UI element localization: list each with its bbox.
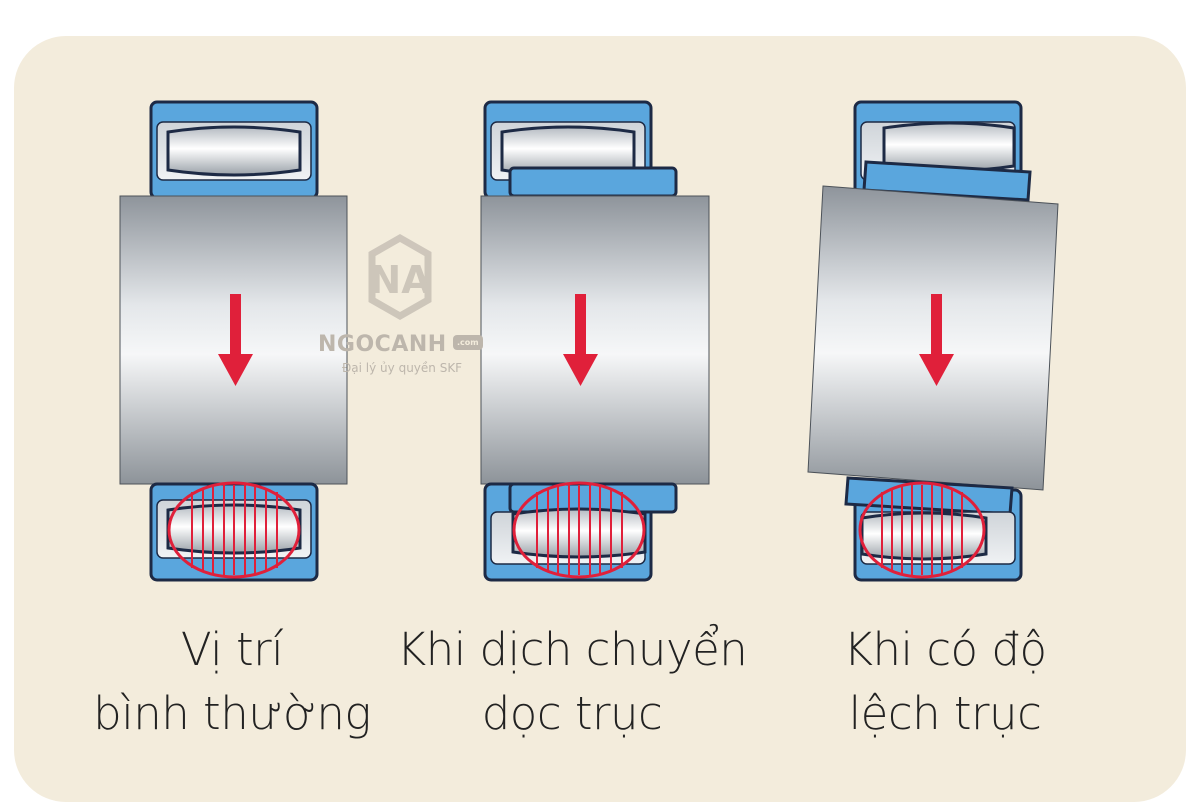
load-arrow-icon (563, 294, 598, 386)
bearing-normal (119, 100, 348, 582)
caption-line: Khi dịch chuyển (396, 623, 748, 676)
lower-housing (844, 476, 1023, 582)
shaft (480, 195, 710, 485)
watermark-tagline: Đại lý ủy quyền SKF (342, 361, 463, 375)
upper-housing (853, 100, 1032, 202)
inner-ring (508, 166, 678, 198)
bearing-misaligned (807, 100, 1059, 582)
load-zone (858, 481, 986, 579)
load-arrow-icon (919, 294, 954, 386)
caption-line: Vị trí (180, 623, 284, 676)
upper-housing (149, 100, 319, 200)
load-zone (167, 481, 301, 579)
caption-normal: Vị trí bình thường (72, 618, 392, 746)
caption-line: Khi có độ (843, 623, 1047, 676)
upper-housing (483, 100, 678, 200)
caption-axial-shift: Khi dịch chuyển dọc trục (372, 618, 772, 746)
load-arrow-icon (218, 294, 253, 386)
watermark-logo-icon: NA (368, 233, 432, 321)
watermark-name: NGOCANH (318, 332, 447, 357)
caption-line: lệch trục (848, 687, 1042, 740)
bearing-axial-shift (480, 100, 710, 582)
caption-misaligned: Khi có độ lệch trục (780, 618, 1110, 746)
roller (860, 511, 988, 561)
roller (166, 125, 302, 177)
svg-text:NA: NA (369, 258, 431, 302)
load-zone (512, 481, 646, 579)
inner-ring (862, 160, 1032, 202)
caption-line: bình thường (93, 687, 371, 740)
caption-line: dọc trục (481, 687, 663, 740)
watermark-tld: .com (453, 335, 483, 350)
